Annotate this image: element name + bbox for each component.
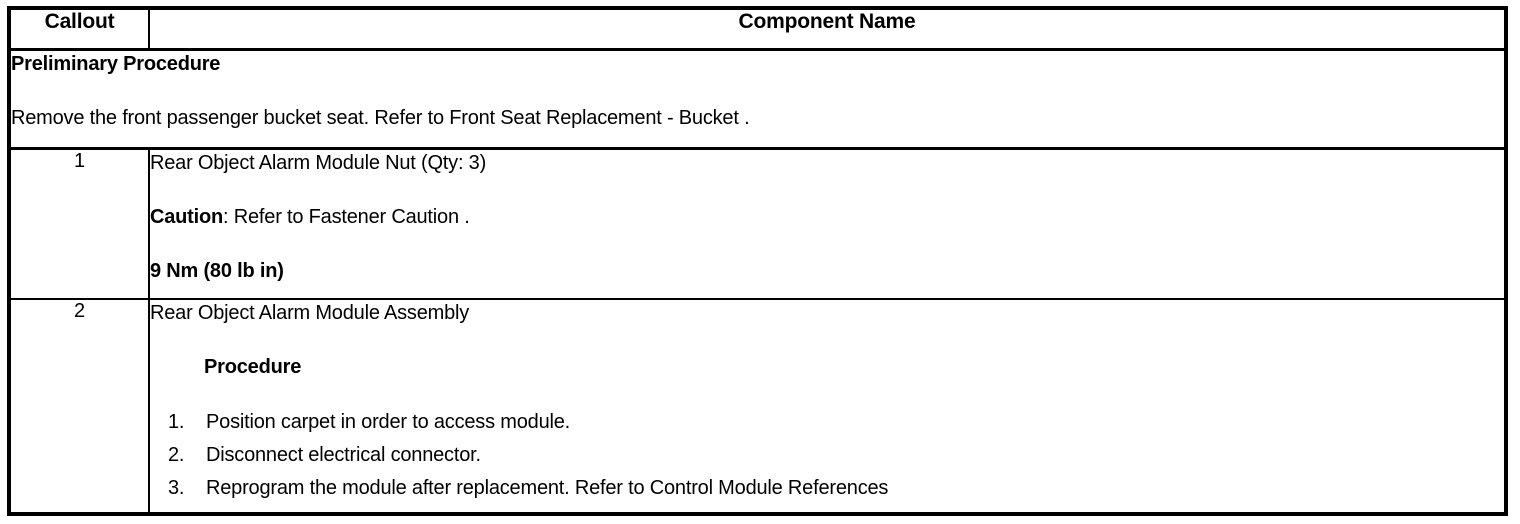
column-header-callout: Callout <box>8 7 150 51</box>
preliminary-procedure-title: Preliminary Procedure <box>11 53 221 75</box>
step-text: Position carpet in order to access modul… <box>206 411 571 433</box>
step-number: 3. <box>168 477 185 499</box>
callout-number: 1 <box>8 147 150 300</box>
component-name-text: Rear Object Alarm Module Nut (Qty: 3) <box>150 152 487 174</box>
step-number: 2. <box>168 444 185 466</box>
preliminary-procedure-body: Remove the front passenger bucket seat. … <box>11 107 750 129</box>
component-description-cell: Rear Object Alarm Module Nut (Qty: 3) Ca… <box>148 147 1507 300</box>
torque-spec: 9 Nm (80 lb in) <box>150 260 284 282</box>
callout-number: 2 <box>8 298 150 515</box>
caution-label: Caution <box>150 206 224 228</box>
column-header-component-name: Component Name <box>148 7 1507 51</box>
list-item: 3. Reprogram the module after replacement… <box>150 472 1504 505</box>
table-row: 1 Rear Object Alarm Module Nut (Qty: 3) … <box>8 147 1507 300</box>
component-name-text: Rear Object Alarm Module Assembly <box>150 302 470 324</box>
preliminary-procedure-row: Preliminary Procedure Remove the front p… <box>8 48 1507 150</box>
table-header-row: Callout Component Name <box>8 7 1507 51</box>
list-item: 2. Disconnect electrical connector. <box>150 439 1504 472</box>
caution-note: Caution: Refer to Fastener Caution . <box>150 204 1504 230</box>
component-procedure-table: Callout Component Name Preliminary Proce… <box>7 6 1508 516</box>
preliminary-procedure-cell: Preliminary Procedure Remove the front p… <box>8 48 1507 150</box>
step-text: Disconnect electrical connector. <box>206 444 481 466</box>
list-item: 1. Position carpet in order to access mod… <box>150 406 1504 439</box>
procedure-step-list: 1. Position carpet in order to access mod… <box>150 406 1504 505</box>
caution-text: : Refer to Fastener Caution . <box>223 206 470 228</box>
component-description-cell: Rear Object Alarm Module Assembly Proced… <box>148 298 1507 515</box>
step-number: 1. <box>168 411 185 433</box>
procedure-subheading: Procedure <box>204 356 302 378</box>
step-text: Reprogram the module after replacement. … <box>206 477 889 499</box>
table-row: 2 Rear Object Alarm Module Assembly Proc… <box>8 298 1507 515</box>
